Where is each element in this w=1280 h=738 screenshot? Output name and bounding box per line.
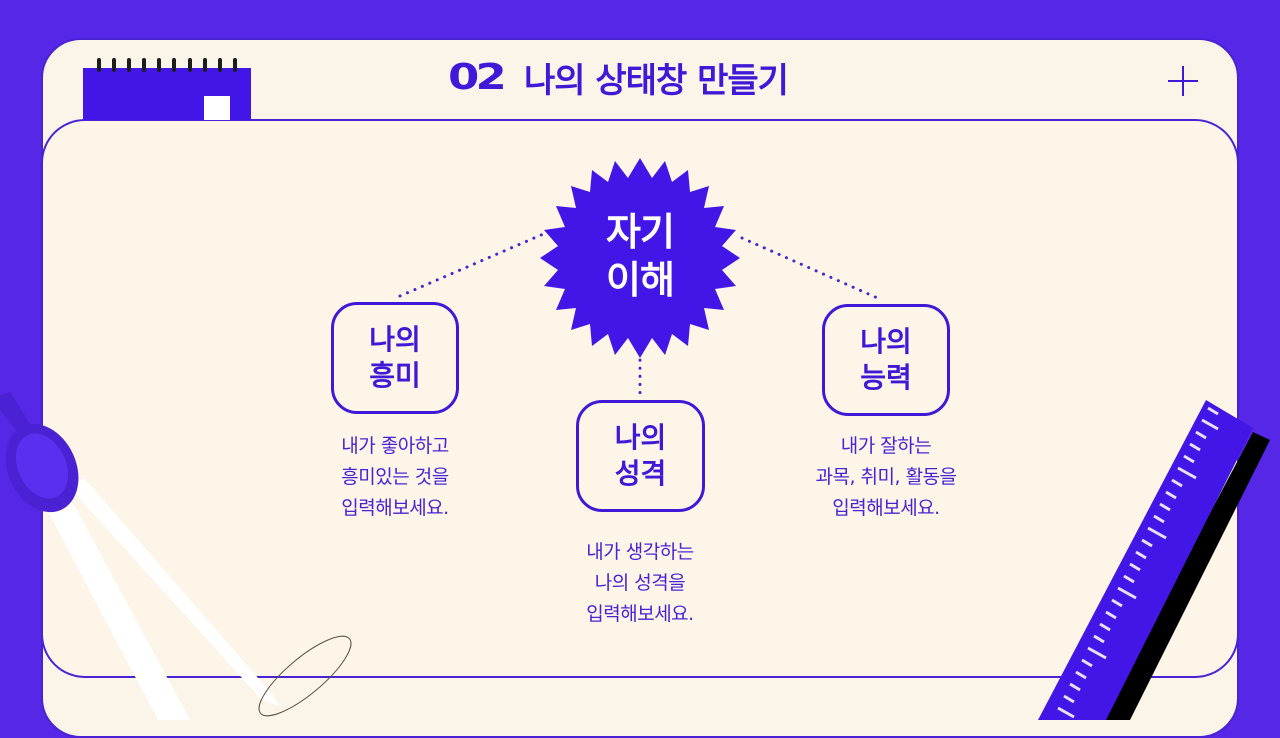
page-title: 02 나의 상태창 만들기 [448, 55, 789, 101]
section-number: 02 [448, 56, 507, 98]
center-label: 자기 이해 [538, 208, 742, 304]
node-interest-description: 내가 좋아하고 흥미있는 것을 입력해보세요. [341, 435, 449, 519]
calendar-icon [83, 58, 251, 120]
node-personality-description: 내가 생각하는 나의 성격을 입력해보세요. [586, 541, 694, 625]
node-interest[interactable]: 나의 흥미 [331, 302, 459, 414]
node-personality[interactable]: 나의 성격 [576, 400, 705, 512]
burst-badge [540, 158, 740, 358]
node-ability-description: 내가 잘하는 과목, 취미, 활동을 입력해보세요. [815, 435, 957, 519]
center-label-line2: 이해 [606, 258, 675, 302]
center-label-line1: 자기 [606, 210, 675, 254]
title-text: 나의 상태창 만들기 [524, 60, 789, 101]
ruler-icon [1038, 400, 1270, 720]
compass-icon [0, 392, 352, 720]
plus-icon[interactable] [1168, 66, 1198, 96]
node-ability[interactable]: 나의 능력 [822, 304, 950, 416]
